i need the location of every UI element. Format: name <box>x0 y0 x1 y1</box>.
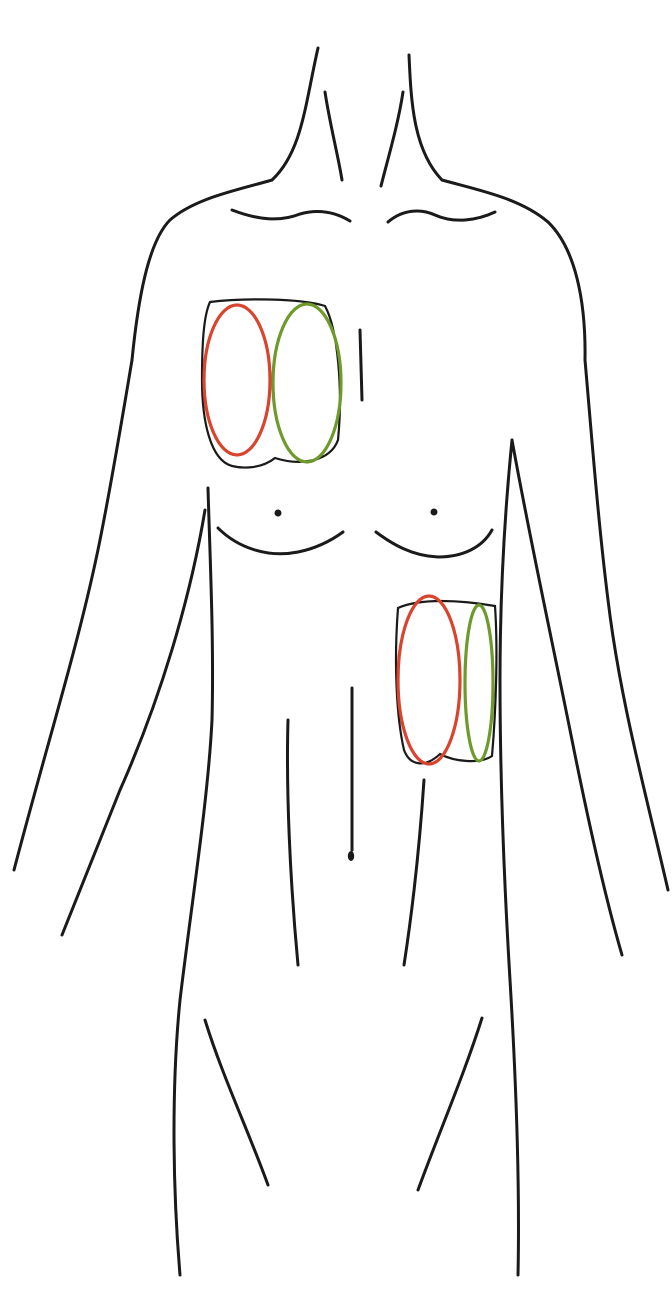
anatomical-dots <box>275 509 438 862</box>
neck-right-line <box>409 55 442 180</box>
left-shoulder-line <box>132 180 272 360</box>
electrode-green-right-infraclavicular <box>273 304 341 462</box>
left-clavicle-line <box>232 210 350 221</box>
right-arm-outer-line <box>14 360 132 870</box>
left-nipple-dot <box>431 509 438 516</box>
right-arm-inner-line <box>62 510 205 935</box>
left-arm-outer-line <box>585 360 668 890</box>
neck-inner-left-line <box>325 92 342 180</box>
left-pectoral-line <box>376 530 492 557</box>
left-abdomen-line <box>404 780 424 965</box>
left-arm-inner-line <box>512 440 622 955</box>
navel-dot <box>348 851 354 861</box>
electrode-red-right-infraclavicular <box>204 305 270 455</box>
electrode-frame-left-lateral-apex <box>396 601 496 763</box>
right-shoulder-line <box>442 180 585 360</box>
right-nipple-dot <box>275 510 282 517</box>
electrode-red-left-lateral-apex <box>398 596 460 764</box>
neck-inner-right-line <box>381 92 403 186</box>
right-pectoral-line <box>218 528 343 554</box>
right-torso-side-line <box>174 488 213 1275</box>
left-groin-line <box>418 1018 482 1190</box>
electrode-pair-right-infraclavicular <box>202 299 341 467</box>
body-outline <box>14 48 668 1275</box>
right-clavicle-line <box>388 211 495 222</box>
electrode-pair-left-lateral-apex <box>396 596 496 764</box>
neck-left-line <box>272 48 318 180</box>
left-torso-side-line <box>500 440 519 1275</box>
electrode-green-left-lateral-apex <box>465 605 493 761</box>
right-abdomen-line <box>287 720 298 965</box>
right-groin-line <box>205 1020 268 1185</box>
sternum-line <box>360 330 362 400</box>
